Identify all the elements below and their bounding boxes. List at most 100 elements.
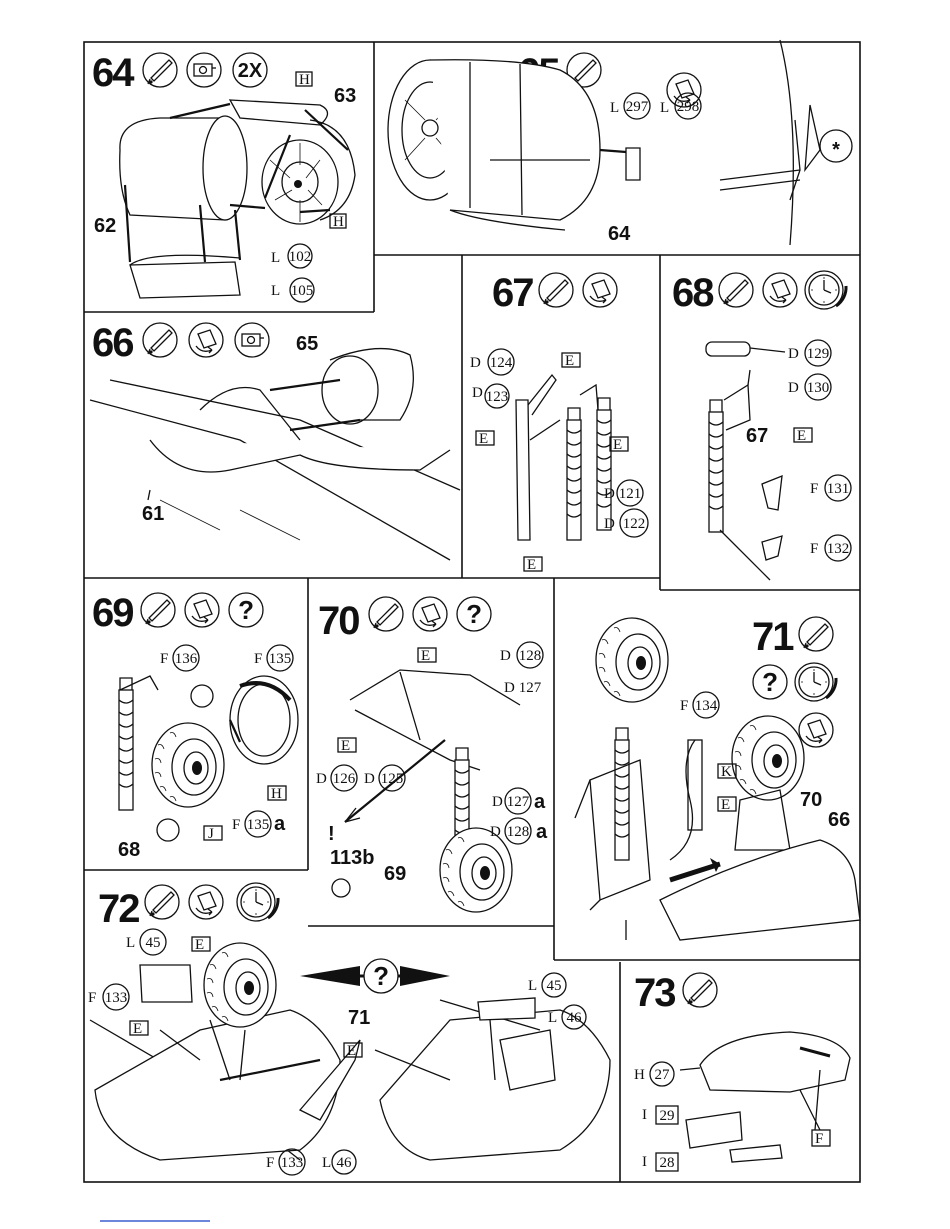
part-124: 124	[490, 355, 513, 371]
step-number: 72	[98, 887, 139, 931]
rotate-icon	[189, 323, 223, 357]
step-70: 70 E E D 128 D 127 D 126 D 125 D 127	[316, 597, 548, 912]
part-298: 298	[677, 99, 700, 115]
wheel-assembly-drawing	[119, 676, 298, 841]
rotate-icon	[189, 885, 223, 919]
glue-icon	[539, 273, 573, 307]
ref-69: 69	[384, 863, 406, 885]
question-icon	[457, 597, 491, 631]
svg-text:a: a	[534, 791, 546, 813]
svg-text:E: E	[195, 937, 204, 953]
svg-text:L: L	[126, 935, 135, 951]
step-number: 68	[672, 271, 714, 315]
step-73: 73 H 27 I 29 I 28 F	[634, 971, 850, 1171]
svg-text:L: L	[322, 1155, 331, 1171]
svg-text:D: D	[604, 516, 615, 532]
svg-text:D: D	[492, 794, 503, 810]
step-number: 66	[92, 321, 133, 365]
svg-text:E: E	[613, 437, 622, 453]
ref-63: 63	[334, 85, 356, 107]
part-135a: 135	[247, 817, 270, 833]
part-132: 132	[827, 541, 850, 557]
part-134: 134	[695, 698, 718, 714]
rotate-icon	[799, 713, 833, 747]
ref-62: 62	[94, 215, 116, 237]
part-126: 126	[333, 771, 356, 787]
svg-text:D: D	[604, 486, 615, 502]
svg-text:D: D	[470, 355, 481, 371]
step-number: 69	[92, 591, 133, 635]
svg-text:F: F	[232, 817, 240, 833]
canopy-drawing	[680, 1032, 850, 1162]
engine-drawing	[388, 40, 820, 245]
part-27: 27	[655, 1067, 671, 1083]
step-number: 67	[492, 271, 533, 315]
svg-text:D: D	[788, 380, 799, 396]
svg-text:L: L	[610, 100, 619, 116]
step-number: 71	[752, 615, 794, 659]
wing-nacelle-drawing	[90, 349, 460, 560]
ref-71: 71	[348, 1007, 370, 1029]
ref-113b: 113b	[330, 847, 374, 869]
step-66: 66 65 61	[90, 321, 460, 560]
part-133b: 133	[281, 1155, 304, 1171]
svg-text:F: F	[815, 1131, 823, 1147]
svg-text:D: D	[364, 771, 375, 787]
ref-64: 64	[608, 223, 631, 245]
glue-icon	[143, 53, 177, 87]
glue-icon	[719, 273, 753, 307]
part-129: 129	[807, 346, 830, 362]
part-102: 102	[289, 249, 312, 265]
svg-text:F: F	[680, 698, 688, 714]
svg-text:F: F	[810, 481, 818, 497]
svg-text:H: H	[634, 1067, 645, 1083]
question-icon	[229, 593, 263, 627]
svg-text:a: a	[274, 813, 286, 835]
svg-text:a: a	[536, 821, 548, 843]
ref-70: 70	[800, 789, 822, 811]
warning-mark: !	[328, 823, 335, 845]
svg-text:H: H	[299, 72, 310, 88]
svg-text:K: K	[721, 764, 732, 780]
part-125: 125	[381, 771, 404, 787]
part-127a: 127	[507, 794, 530, 810]
glue-icon	[141, 593, 175, 627]
paint-icon	[235, 323, 269, 357]
svg-text:I: I	[642, 1107, 647, 1123]
svg-text:E: E	[479, 431, 488, 447]
ref-66: 66	[828, 809, 850, 831]
question-icon	[753, 665, 787, 699]
ref-67: 67	[746, 425, 768, 447]
step-number: 64	[92, 51, 135, 95]
svg-text:H: H	[333, 214, 344, 230]
step-68: 68 D 129 D 130 67 E F 131 F 132	[672, 271, 851, 580]
svg-text:F: F	[266, 1155, 274, 1171]
part-130: 130	[807, 380, 830, 396]
glue-icon	[143, 323, 177, 357]
svg-text:D: D	[472, 385, 483, 401]
svg-text:F: F	[160, 651, 168, 667]
part-28: 28	[660, 1155, 675, 1171]
step-number: 73	[634, 971, 675, 1015]
rotate-icon	[185, 593, 219, 627]
svg-text:L: L	[271, 250, 280, 266]
ref-61: 61	[142, 503, 164, 525]
svg-text:E: E	[721, 797, 730, 813]
step-65: 65 L 297 L 298 64 *	[388, 40, 852, 245]
part-128a: 128	[507, 824, 530, 840]
paint-icon	[187, 53, 221, 87]
clock-icon	[795, 663, 836, 701]
svg-text:*: *	[832, 139, 840, 161]
part-133: 133	[105, 990, 128, 1006]
glue-icon	[799, 617, 833, 651]
svg-text:D: D	[316, 771, 327, 787]
svg-text:F: F	[254, 651, 262, 667]
step-71: 71 F 134 70 66 K E	[575, 615, 860, 940]
part-135: 135	[269, 651, 292, 667]
svg-text:D: D	[500, 648, 511, 664]
step-number: 70	[318, 599, 359, 643]
part-45b: 45	[547, 978, 562, 994]
svg-text:L: L	[528, 978, 537, 994]
part-45: 45	[146, 935, 161, 951]
